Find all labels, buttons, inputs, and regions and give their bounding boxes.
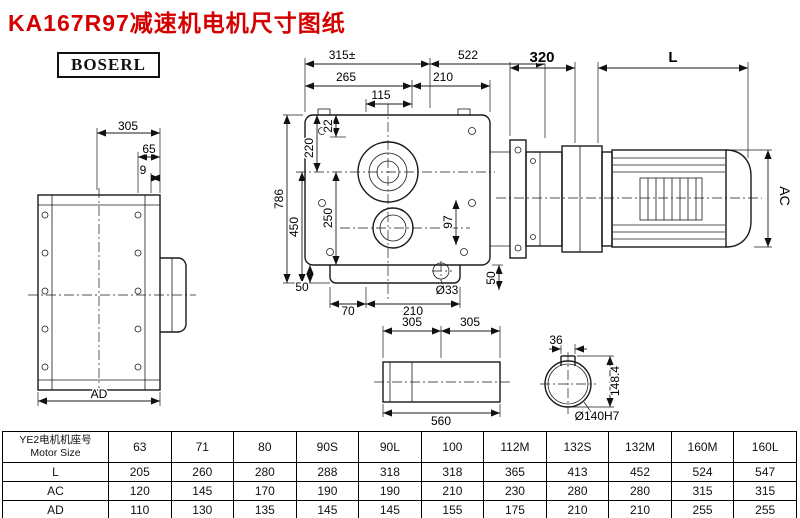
size-cell: 80 [233, 431, 297, 463]
section-view: 36 148.4 Ø140H7 [540, 332, 624, 425]
dim-front-115: 115 [371, 88, 390, 102]
dim-section-148: 148.4 [608, 366, 622, 396]
value-cell: 145 [358, 500, 422, 518]
dim-shaft-305a: 305 [402, 315, 422, 329]
table-corner-cell: YE2电机机座号 Motor Size [2, 431, 109, 463]
drawing-canvas: 305 65 9 AD [28, 47, 795, 430]
value-cell: 205 [108, 462, 172, 482]
header-label-en: Motor Size [30, 447, 81, 459]
size-cell: 63 [108, 431, 172, 463]
dim-section-36: 36 [549, 333, 563, 347]
value-cell: 190 [295, 481, 360, 501]
dim-front-d33: Ø33 [436, 283, 459, 297]
value-cell: 110 [108, 500, 172, 518]
motor-view: 320 L AC [496, 48, 795, 259]
table-row-AC: AC 120 145 170 190 190 210 230 280 280 3… [2, 481, 797, 501]
dim-front-220: 220 [302, 138, 316, 158]
dim-front-265: 265 [336, 70, 356, 84]
value-cell: 288 [295, 462, 360, 482]
value-cell: 280 [545, 481, 610, 501]
shaft-view: 305 305 560 [374, 314, 510, 430]
value-cell: 255 [670, 500, 735, 518]
side-view: 305 65 9 AD [28, 118, 196, 406]
table-header-row: YE2电机机座号 Motor Size 63 71 80 90S 90L 100… [2, 431, 797, 463]
dim-front-210-bottom: 210 [403, 304, 423, 318]
dim-shaft-560: 560 [431, 414, 451, 428]
motor-size-table: YE2电机机座号 Motor Size 63 71 80 90S 90L 100… [2, 431, 797, 518]
size-cell: 160M [670, 431, 735, 463]
dim-motor-AC: AC [777, 186, 793, 205]
value-cell: 280 [233, 462, 297, 482]
value-cell: 210 [545, 500, 610, 518]
dim-side-65: 65 [142, 142, 156, 156]
dim-side-9: 9 [140, 163, 147, 177]
size-cell: 90S [295, 431, 360, 463]
value-cell: 155 [420, 500, 485, 518]
value-cell: 145 [170, 481, 235, 501]
value-cell: 413 [545, 462, 610, 482]
row-label: AD [2, 500, 109, 518]
front-view: 315± 522 265 210 115 786 450 220 250 22 [271, 47, 546, 320]
dim-section-140h7: Ø140H7 [575, 409, 620, 423]
value-cell: 230 [483, 481, 547, 501]
dim-front-50-left: 50 [295, 280, 309, 294]
value-cell: 452 [608, 462, 672, 482]
dim-front-97: 97 [441, 215, 455, 229]
value-cell: 524 [670, 462, 735, 482]
size-cell: 71 [170, 431, 235, 463]
dim-motor-320: 320 [529, 49, 554, 66]
dim-side-ad: AD [91, 387, 108, 401]
value-cell: 130 [170, 500, 235, 518]
size-cell: 132S [545, 431, 610, 463]
dim-motor-L: L [668, 49, 677, 66]
value-cell: 318 [358, 462, 422, 482]
dim-front-522: 522 [458, 48, 478, 62]
dim-front-210-top: 210 [433, 70, 453, 84]
dim-front-50-right: 50 [484, 271, 498, 285]
dim-front-70: 70 [341, 304, 355, 318]
table-row-L: L 205 260 280 288 318 318 365 413 452 52… [2, 462, 797, 482]
value-cell: 170 [233, 481, 297, 501]
table-row-AD: AD 110 130 135 145 145 155 175 210 210 2… [2, 500, 797, 518]
value-cell: 210 [420, 481, 485, 501]
value-cell: 255 [733, 500, 797, 518]
value-cell: 547 [733, 462, 797, 482]
dim-front-450: 450 [287, 217, 301, 237]
value-cell: 365 [483, 462, 547, 482]
value-cell: 190 [358, 481, 422, 501]
value-cell: 120 [108, 481, 172, 501]
dim-front-22: 22 [321, 119, 335, 133]
value-cell: 210 [608, 500, 672, 518]
value-cell: 260 [170, 462, 235, 482]
size-cell: 160L [733, 431, 797, 463]
size-cell: 132M [608, 431, 672, 463]
value-cell: 280 [608, 481, 672, 501]
value-cell: 315 [670, 481, 735, 501]
row-label: L [2, 462, 109, 482]
value-cell: 315 [733, 481, 797, 501]
dim-front-250: 250 [321, 208, 335, 228]
size-cell: 100 [420, 431, 485, 463]
size-cell: 90L [358, 431, 422, 463]
size-cell: 112M [483, 431, 547, 463]
value-cell: 175 [483, 500, 547, 518]
value-cell: 145 [295, 500, 360, 518]
dim-front-786: 786 [272, 189, 286, 209]
header-label-cn: YE2电机机座号 [19, 433, 92, 446]
dim-shaft-305b: 305 [460, 315, 480, 329]
dim-side-305: 305 [118, 119, 138, 133]
dim-front-315: 315± [329, 48, 356, 62]
value-cell: 135 [233, 500, 297, 518]
page-title: KA167R97减速机电机尺寸图纸 [8, 10, 346, 36]
row-label: AC [2, 481, 109, 501]
value-cell: 318 [420, 462, 485, 482]
brand-logo: BOSERL [57, 52, 160, 78]
